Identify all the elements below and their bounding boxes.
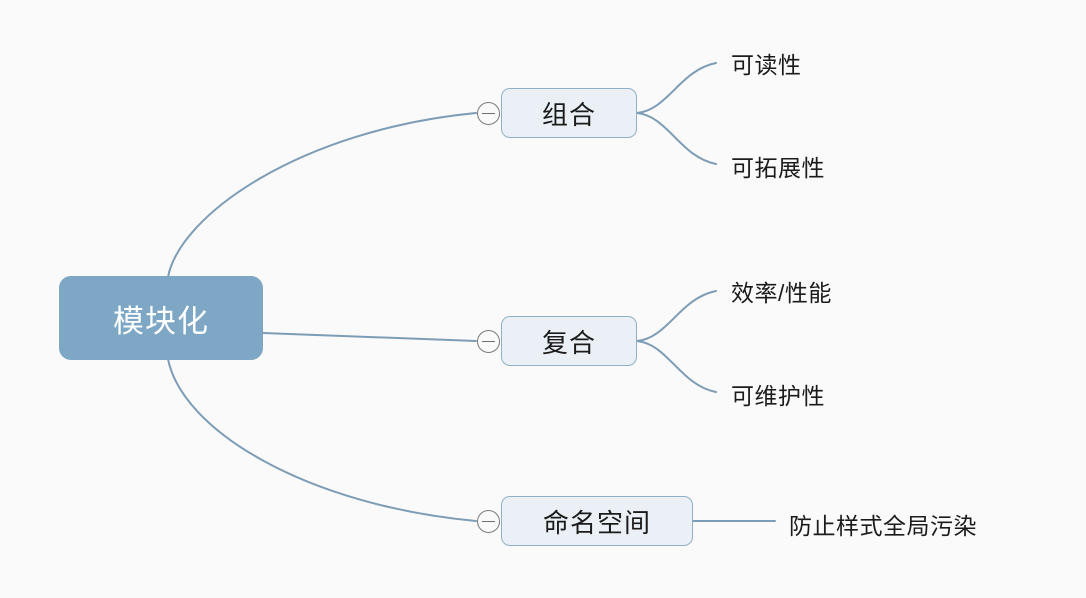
leaf-node-kedu[interactable]: 可读性 xyxy=(731,47,802,79)
branch-node-mingmingkongjian[interactable]: 命名空间 xyxy=(501,496,693,546)
leaf-node-label: 可维护性 xyxy=(731,383,825,409)
edge-fuhe-to-keweihu xyxy=(636,340,717,393)
leaf-node-label: 可拓展性 xyxy=(731,155,825,181)
root-node-modularization[interactable]: 模块化 xyxy=(59,276,263,360)
collapse-toggle-mingmingkongjian[interactable] xyxy=(477,510,500,533)
edge-root-to-zuhe xyxy=(167,112,477,278)
edge-zuhe-to-kedu xyxy=(636,62,717,114)
edge-root-to-fuhe xyxy=(262,332,477,342)
branch-node-label: 组合 xyxy=(541,99,596,130)
edge-zuhe-to-ketuozhan xyxy=(636,112,717,165)
branch-node-fuhe[interactable]: 复合 xyxy=(501,316,637,366)
leaf-node-keweihu[interactable]: 可维护性 xyxy=(731,378,825,410)
edge-fuhe-to-xiaolv xyxy=(636,290,717,342)
leaf-node-label: 防止样式全局污染 xyxy=(789,513,977,539)
collapse-toggle-zuhe[interactable] xyxy=(477,102,500,125)
collapse-toggle-fuhe[interactable] xyxy=(477,330,500,353)
edge-root-to-mingmingkongjian xyxy=(167,358,477,522)
leaf-node-label: 效率/性能 xyxy=(731,280,832,306)
leaf-node-ketuozhan[interactable]: 可拓展性 xyxy=(731,150,825,182)
branch-node-zuhe[interactable]: 组合 xyxy=(501,88,637,138)
branch-node-label: 命名空间 xyxy=(542,507,651,538)
leaf-node-fangzhi-yangshi-quanju-wuran[interactable]: 防止样式全局污染 xyxy=(789,508,977,540)
branch-node-label: 复合 xyxy=(541,327,596,358)
leaf-node-xiaolv-xingneng[interactable]: 效率/性能 xyxy=(731,275,832,307)
root-node-label: 模块化 xyxy=(113,303,209,339)
leaf-node-label: 可读性 xyxy=(731,52,802,78)
